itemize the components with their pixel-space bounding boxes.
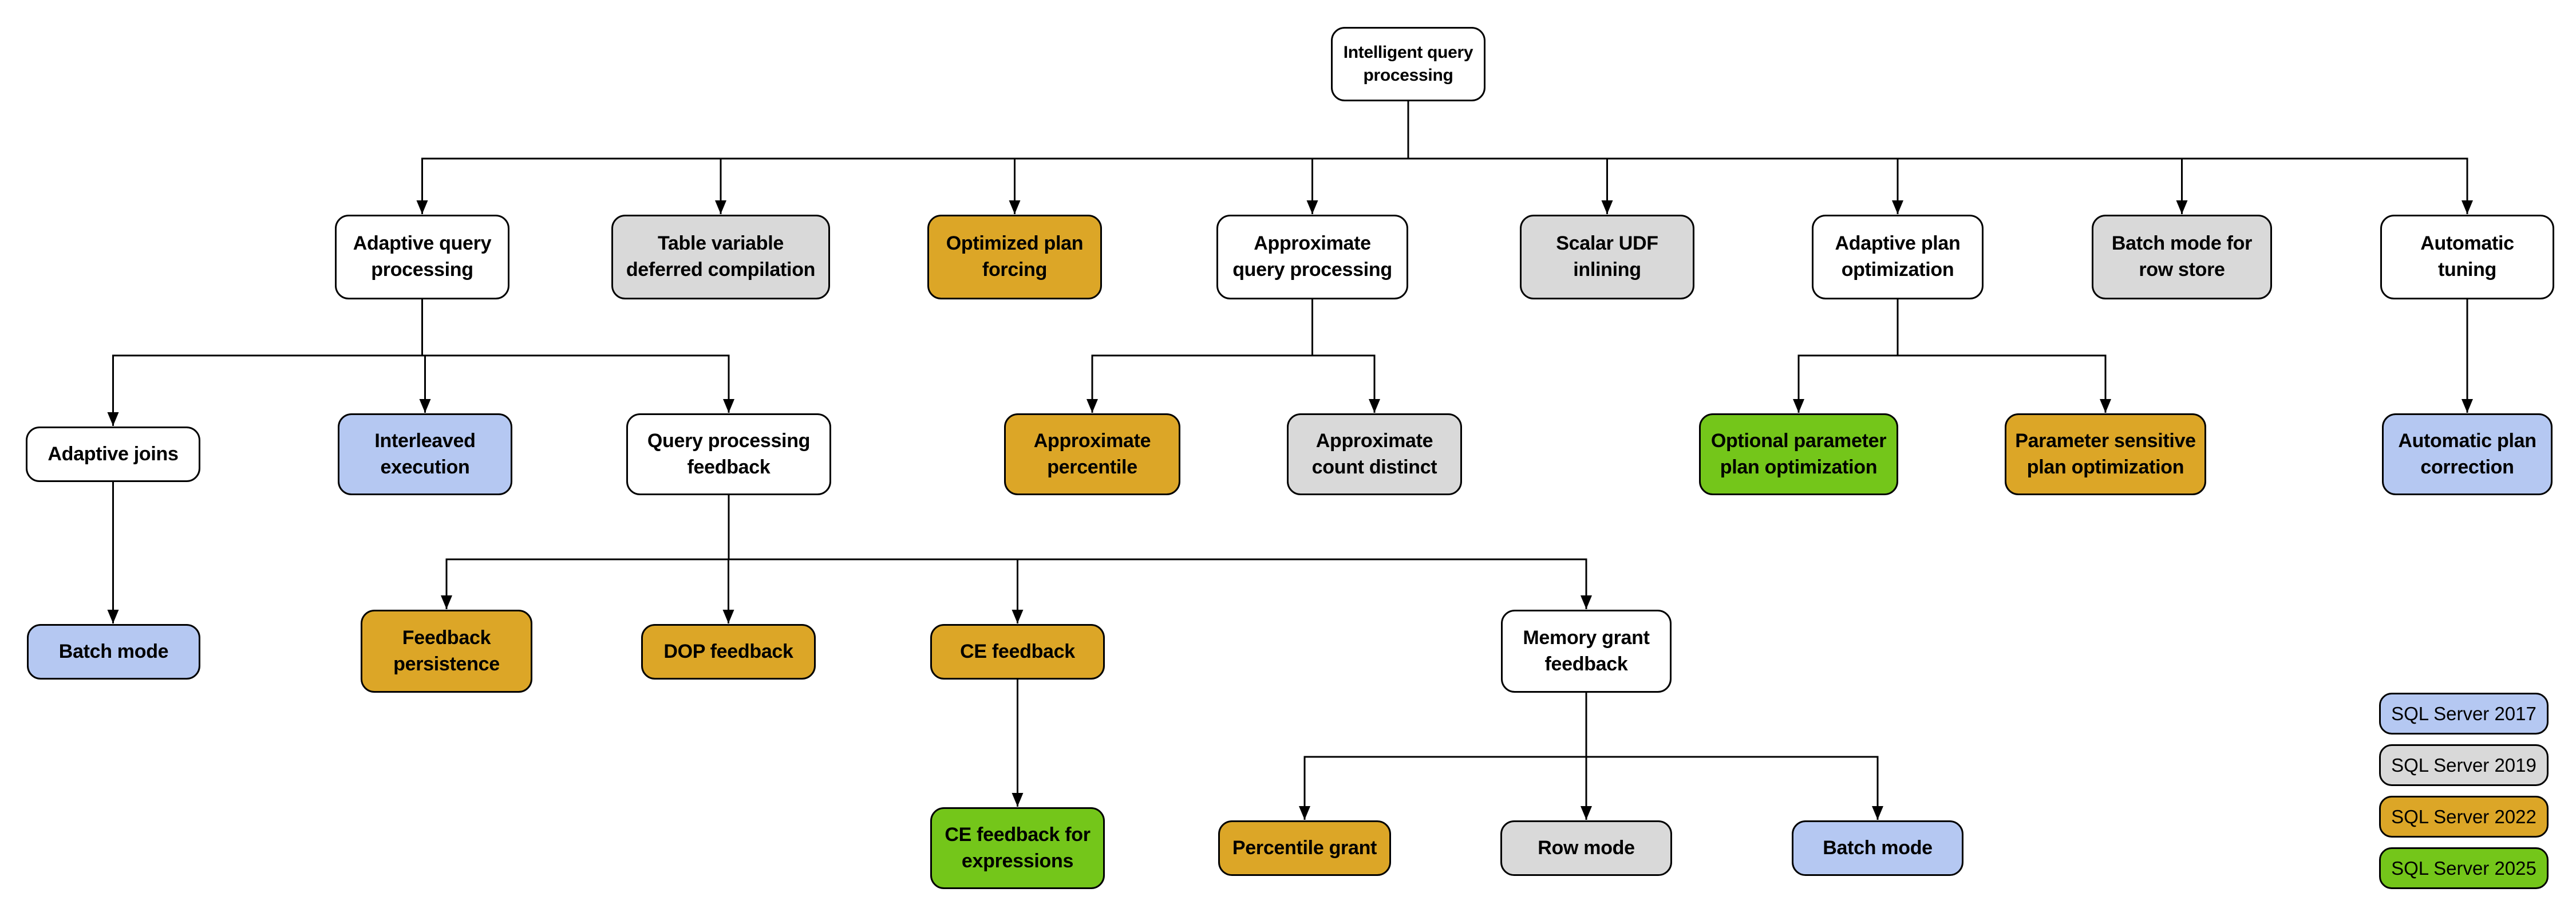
node-label: Adaptive joins — [48, 443, 179, 465]
legend-sql2022: SQL Server 2022 — [2379, 796, 2549, 838]
legend-label: SQL Server 2019 — [2391, 754, 2537, 776]
node-bm1: Batch mode — [27, 624, 200, 680]
node-label: DOP feedback — [663, 640, 793, 662]
node-rm: Row mode — [1500, 820, 1672, 876]
legend-sql2025: SQL Server 2025 — [2379, 847, 2549, 889]
node-dop: DOP feedback — [641, 624, 816, 680]
node-label: CE feedback — [960, 640, 1075, 662]
node-label: Batch mode — [58, 640, 169, 662]
legend-sql2017: SQL Server 2017 — [2379, 693, 2549, 735]
legend-sql2019: SQL Server 2019 — [2379, 744, 2549, 786]
node-pg: Percentile grant — [1218, 820, 1391, 876]
legend-label: SQL Server 2025 — [2391, 857, 2537, 879]
node-aj: Adaptive joins — [26, 427, 200, 482]
legend-label: SQL Server 2022 — [2391, 806, 2537, 827]
node-bm2: Batch mode — [1792, 820, 1963, 876]
node-ce: CE feedback — [930, 624, 1105, 680]
legend-label: SQL Server 2017 — [2391, 702, 2537, 724]
node-label: Percentile grant — [1232, 836, 1377, 859]
node-label: Batch mode — [1823, 836, 1933, 859]
node-label: Row mode — [1538, 836, 1635, 859]
